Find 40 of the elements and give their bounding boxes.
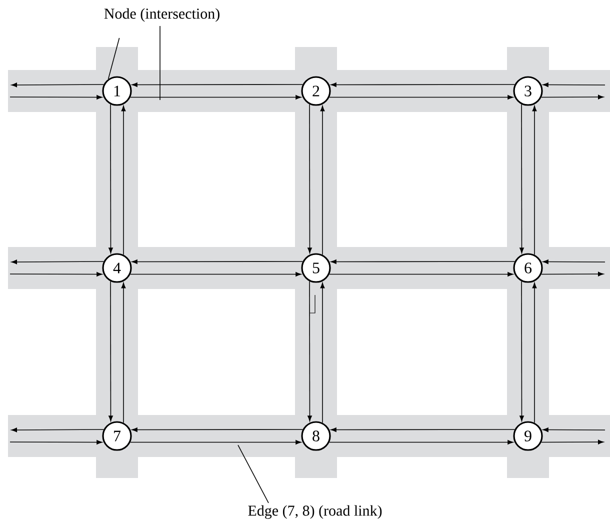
annotation-label: Edge (7, 8) (road link) (248, 505, 382, 519)
arrow (329, 95, 514, 100)
arrow (11, 260, 104, 264)
arrow (308, 104, 312, 254)
arrow (520, 104, 524, 254)
arrow (121, 106, 126, 256)
arrow (541, 94, 604, 100)
arrow (108, 104, 113, 254)
arrow (308, 280, 312, 422)
arrow (329, 272, 514, 276)
leader-line (238, 444, 269, 504)
arrow (541, 272, 604, 276)
arrow (320, 282, 325, 424)
arrow (11, 82, 104, 88)
arrow (130, 440, 302, 444)
annotation-label: Node (intersection) (104, 8, 220, 22)
arrow (542, 82, 606, 87)
arrow (542, 260, 606, 264)
arrow (10, 272, 102, 276)
arrow (10, 95, 102, 100)
arrow (121, 282, 126, 424)
arrow (130, 95, 302, 100)
arrow (532, 282, 537, 424)
arrow (330, 82, 516, 87)
leader-line (108, 38, 120, 80)
arrow (542, 428, 606, 432)
arrow (108, 280, 113, 422)
arrow (132, 82, 304, 87)
arrow (541, 440, 604, 444)
arrow (11, 428, 104, 432)
arrow (10, 440, 102, 444)
arrow (132, 260, 304, 264)
arrow (330, 260, 516, 264)
arrow (520, 280, 524, 422)
arrow (320, 106, 325, 256)
arrow (330, 428, 516, 432)
arrow (329, 440, 514, 444)
arrow (532, 106, 537, 256)
arrow (132, 428, 304, 432)
arrow (130, 272, 302, 276)
